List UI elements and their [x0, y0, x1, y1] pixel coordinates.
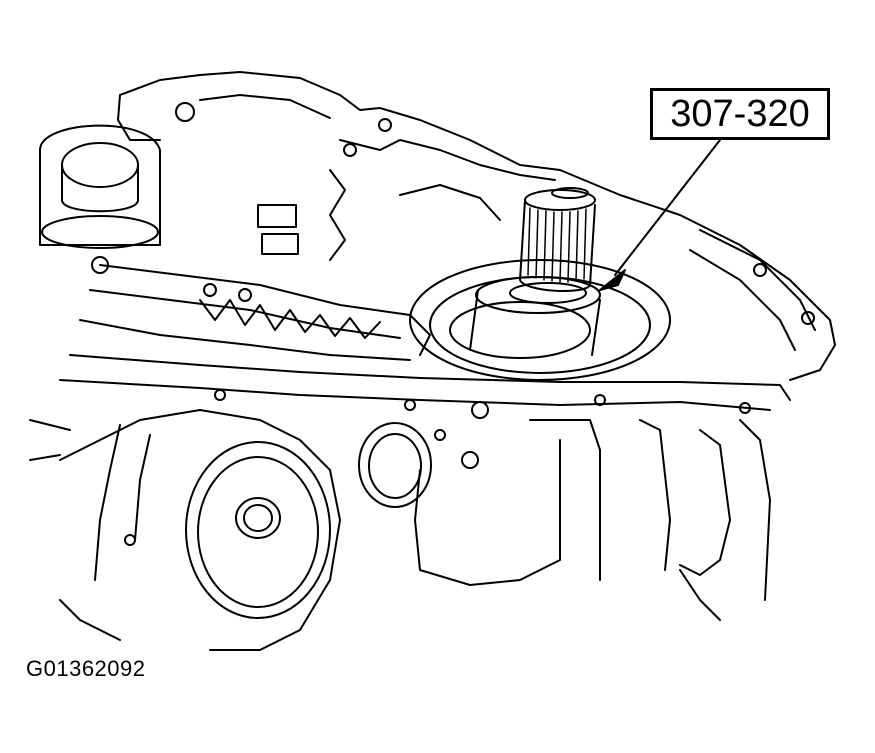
ribbed-web [79, 256, 431, 361]
seal-bore [409, 259, 671, 381]
lower-case [29, 401, 771, 651]
tool-number: 307-320 [670, 92, 810, 135]
case-flange [59, 354, 791, 414]
seal-installer-tool [469, 187, 601, 356]
figure-id: G01362092 [26, 656, 146, 681]
left-boss [39, 124, 161, 249]
callout-leader [599, 139, 721, 291]
tool-callout-label: 307-320 [650, 88, 830, 140]
upper-housing [117, 71, 836, 381]
